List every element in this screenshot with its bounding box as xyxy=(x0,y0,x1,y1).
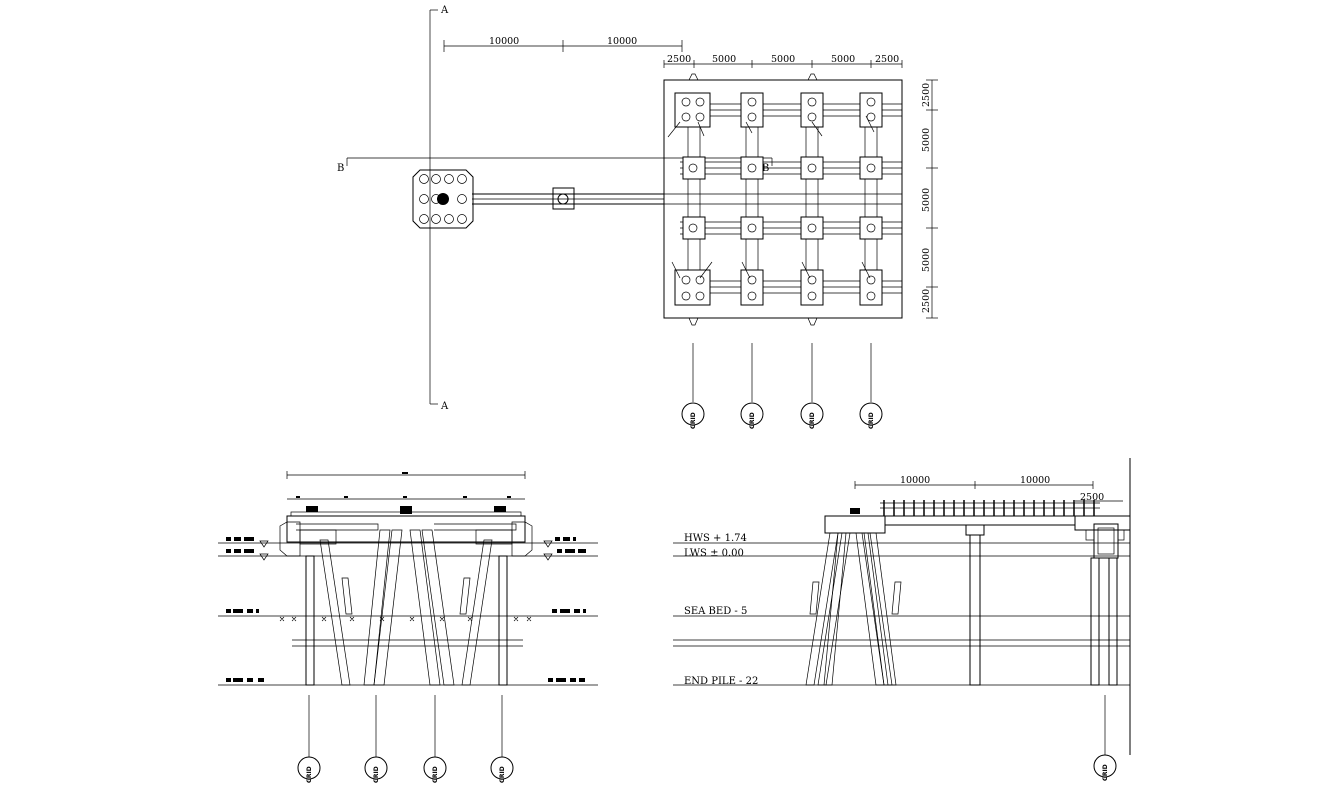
grid-tag-plan-4: GRID xyxy=(868,412,875,429)
platform-end xyxy=(1074,515,1131,531)
mooring-dolphin xyxy=(412,169,474,229)
grid-tag-left-3: GRID xyxy=(432,766,439,783)
walkway-elevation xyxy=(884,515,1076,526)
dim-right-2: 5000 xyxy=(921,128,932,152)
level-endpile: END PILE - 22 xyxy=(684,676,758,687)
grid-tag-right-circle xyxy=(1093,754,1117,778)
section-b-right-label: B xyxy=(762,163,769,174)
grid-tag-left-1: GRID xyxy=(306,766,313,783)
dim-top-short-4: 5000 xyxy=(831,54,855,65)
section-a-bottom-label: A xyxy=(440,401,449,412)
dim-top-long-2: 10000 xyxy=(607,36,637,47)
plan-view: A A B B 10000 10000 2500 5000 5000 5000 … xyxy=(337,5,938,429)
dim-right-1: 2500 xyxy=(921,83,932,107)
grid-tags-left: GRID GRID GRID GRID xyxy=(297,756,514,783)
dim-elev-1: 10000 xyxy=(900,475,930,486)
dim-top-short-5: 2500 xyxy=(875,54,899,65)
dim-elev-2: 10000 xyxy=(1020,475,1050,486)
grid-tag-right: GRID xyxy=(1102,764,1109,781)
deck-left xyxy=(286,515,526,543)
dim-right-5: 2500 xyxy=(921,289,932,313)
railing-posts xyxy=(883,500,1095,516)
level-lws: LWS ± 0.00 xyxy=(684,548,744,559)
dim-top-short-2: 5000 xyxy=(712,54,736,65)
section-view-left: GRID GRID GRID GRID xyxy=(218,471,598,783)
dim-right-4: 5000 xyxy=(921,248,932,272)
section-b-left-label: B xyxy=(337,163,344,174)
grid-tag-left-2: GRID xyxy=(373,766,380,783)
dim-top-short-1: 2500 xyxy=(667,54,691,65)
grid-tag-plan-3: GRID xyxy=(809,412,816,429)
grid-tag-plan-1: GRID xyxy=(690,412,697,429)
platform-outline xyxy=(663,79,903,319)
grid-tags-plan: GRID GRID GRID GRID xyxy=(681,402,883,429)
dim-elev-3: 2500 xyxy=(1080,492,1104,503)
grid-tag-plan-2: GRID xyxy=(749,412,756,429)
grid-tag-left-4: GRID xyxy=(499,766,506,783)
dim-right-3: 5000 xyxy=(921,188,932,212)
bollard-icon xyxy=(437,193,449,205)
dim-top-short-3: 5000 xyxy=(771,54,795,65)
elevation-view-right: 10000 10000 2500 HWS + 1.74 LWS ± 0.00 S… xyxy=(673,458,1131,781)
dim-top-long-1: 10000 xyxy=(489,36,519,47)
dolphin-cap xyxy=(824,515,886,534)
walkway-support xyxy=(552,187,575,210)
level-seabed: SEA BED - 5 xyxy=(684,606,747,617)
level-hws: HWS + 1.74 xyxy=(684,533,747,544)
section-a-top-label: A xyxy=(440,5,449,16)
